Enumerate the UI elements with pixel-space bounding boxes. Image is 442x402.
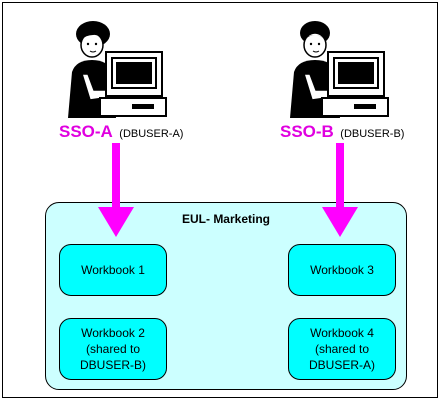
workbook-line: (shared to — [314, 342, 369, 356]
workbook-box: Workbook 1 — [59, 244, 167, 296]
dbuser-name: (DBUSER-A) — [119, 128, 184, 140]
workbook-box: Workbook 4 (shared to DBUSER-A) — [288, 318, 396, 380]
sso-name: SSO-B — [280, 122, 334, 141]
dbuser-name: (DBUSER-B) — [340, 128, 405, 140]
user-label-a: SSO-A (DBUSER-A) — [59, 122, 183, 142]
workbook-label: Workbook 3 — [310, 262, 374, 278]
access-arrow — [322, 143, 358, 237]
access-arrow — [98, 143, 134, 237]
workbook-box: Workbook 2 (shared to DBUSER-B) — [59, 318, 167, 380]
workbook-line: Workbook 2 — [81, 326, 145, 340]
workbook-label: Workbook 4 (shared to DBUSER-A) — [309, 325, 375, 373]
workbook-line: Workbook 1 — [81, 263, 145, 277]
workbook-line: DBUSER-A) — [308, 358, 375, 372]
workbook-box: Workbook 3 — [288, 244, 396, 296]
sso-name: SSO-A — [59, 122, 113, 141]
workbook-label: Workbook 2 (shared to DBUSER-B) — [80, 325, 146, 373]
user-at-computer-icon — [68, 21, 167, 118]
workbook-line: (shared to — [85, 342, 140, 356]
user-at-computer-icon — [290, 21, 389, 118]
workbook-line: Workbook 4 — [310, 326, 374, 340]
workbook-line: DBUSER-B) — [79, 358, 146, 372]
workbook-line: Workbook 3 — [310, 263, 374, 277]
eul-title: EUL- Marketing — [181, 212, 270, 226]
user-label-b: SSO-B (DBUSER-B) — [280, 122, 404, 142]
workbook-label: Workbook 1 — [81, 262, 145, 278]
